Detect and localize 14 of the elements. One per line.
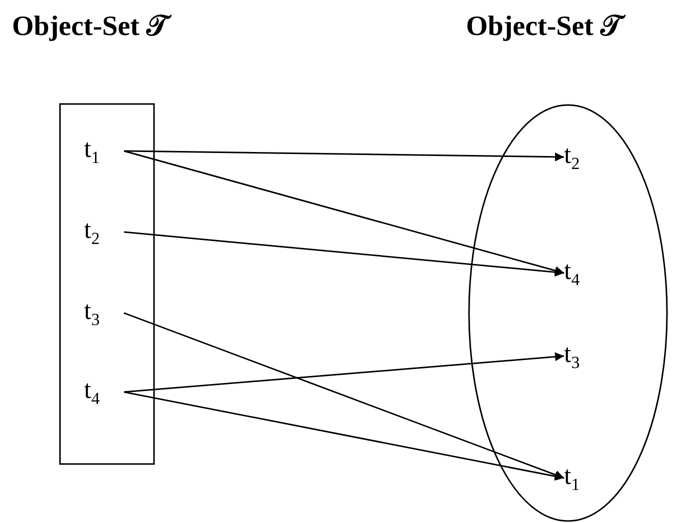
element-label: t$_{1}$ xyxy=(84,133,124,169)
element-label: t$_{1}$ xyxy=(564,460,604,496)
element-label: t$_{3}$ xyxy=(564,338,604,374)
arrow xyxy=(124,231,564,277)
element-label: t$_{4}$ xyxy=(84,374,124,410)
element-label: t$_{2}$ xyxy=(564,139,604,175)
arrow xyxy=(124,150,564,162)
element-label: t$_{3}$ xyxy=(84,295,124,331)
arrow xyxy=(124,352,564,393)
element-label: t$_{4}$ xyxy=(564,255,604,291)
element-label: t$_{2}$ xyxy=(84,214,124,250)
arrow xyxy=(124,150,564,275)
arrow xyxy=(124,391,564,481)
arrow xyxy=(124,312,564,480)
